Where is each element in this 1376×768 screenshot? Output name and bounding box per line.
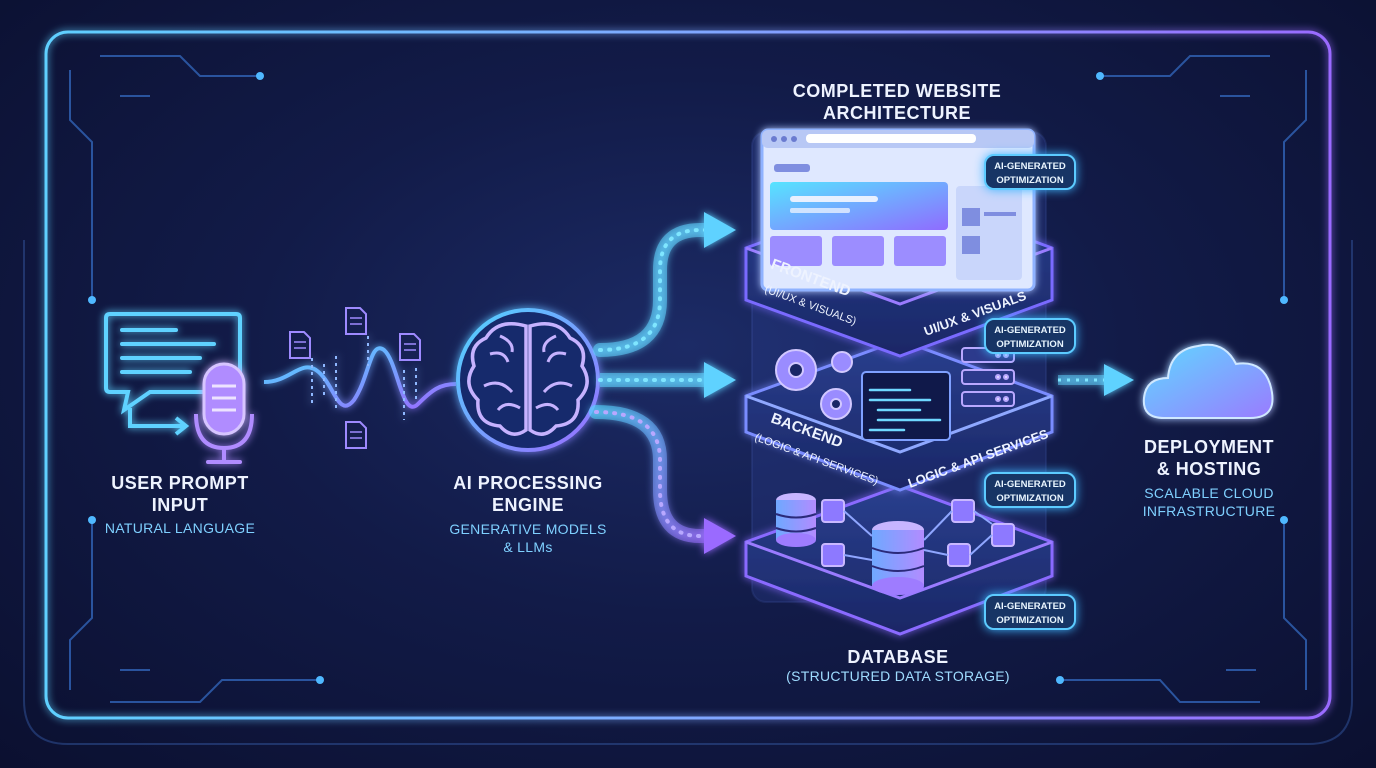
- cloud-icon: [1142, 343, 1274, 419]
- ai-engine-title-line2: ENGINE: [491, 495, 564, 515]
- data-node-cubes: [821, 499, 1015, 567]
- ai-engine-title-line1: AI PROCESSING: [453, 473, 603, 493]
- architecture-title-line2: ARCHITECTURE: [823, 103, 971, 123]
- database-subtitle: (STRUCTURED DATA STORAGE): [786, 668, 1010, 684]
- ai-engine-subtitle: GENERATIVE MODELS & LLMs: [438, 520, 618, 556]
- badge-line2: OPTIMIZATION: [996, 339, 1064, 350]
- gear-icon: [775, 349, 853, 420]
- user-prompt-title-line1: USER PROMPT: [111, 473, 249, 493]
- badge-line1: AI-GENERATED: [994, 601, 1066, 612]
- deployment-title: DEPLOYMENT & HOSTING: [1120, 436, 1298, 480]
- ai-optimization-badge-data: AI-GENERATED OPTIMIZATION: [984, 472, 1076, 508]
- ai-engine-title: AI PROCESSING ENGINE: [438, 472, 618, 516]
- ai-optimization-badge-backend: AI-GENERATED OPTIMIZATION: [984, 318, 1076, 354]
- database-title: DATABASE: [847, 647, 949, 667]
- badge-line2: OPTIMIZATION: [996, 615, 1064, 626]
- user-prompt-title-line2: INPUT: [151, 495, 209, 515]
- badge-line2: OPTIMIZATION: [996, 493, 1064, 504]
- deployment-subtitle-line2: INFRASTRUCTURE: [1142, 503, 1276, 519]
- ai-optimization-badge-database: AI-GENERATED OPTIMIZATION: [984, 594, 1076, 630]
- arrow-to-deployment: [1058, 364, 1134, 396]
- architecture-title: COMPLETED WEBSITE ARCHITECTURE: [748, 80, 1046, 124]
- user-prompt-title: USER PROMPT INPUT: [90, 472, 270, 516]
- badge-line1: AI-GENERATED: [994, 479, 1066, 490]
- badge-line1: AI-GENERATED: [994, 161, 1066, 172]
- badge-line1: AI-GENERATED: [994, 325, 1066, 336]
- arrow-to-database: [589, 405, 736, 554]
- arrow-to-frontend: [593, 212, 736, 357]
- brain-icon: [456, 308, 600, 452]
- circuit-nodes: [88, 72, 1288, 684]
- deployment-title-line2: & HOSTING: [1156, 459, 1262, 479]
- database-cylinder-icon: [775, 493, 925, 595]
- badge-line2: OPTIMIZATION: [996, 175, 1064, 186]
- ai-engine-subtitle-line2: & LLMs: [503, 539, 553, 555]
- chat-bubble-icon: [104, 312, 242, 436]
- ai-optimization-badge-frontend: AI-GENERATED OPTIMIZATION: [984, 154, 1076, 190]
- circuit-traces: [69, 55, 1307, 703]
- deployment-subtitle-line1: SCALABLE CLOUD: [1144, 485, 1274, 501]
- deployment-title-line1: DEPLOYMENT: [1143, 437, 1274, 457]
- document-icons: [289, 307, 421, 449]
- server-stack-icon: [961, 347, 1015, 407]
- microphone-icon: [194, 362, 254, 464]
- ai-engine-subtitle-line1: GENERATIVE MODELS: [449, 521, 607, 537]
- code-window: [861, 371, 951, 441]
- outer-frame: [23, 30, 1353, 745]
- deployment-subtitle: SCALABLE CLOUD INFRASTRUCTURE: [1120, 484, 1298, 520]
- user-prompt-subtitle: NATURAL LANGUAGE: [104, 520, 256, 536]
- browser-window: [760, 128, 1036, 292]
- waveform: [263, 336, 457, 420]
- architecture-title-line1: COMPLETED WEBSITE: [792, 81, 1002, 101]
- arrow-to-backend: [598, 362, 736, 398]
